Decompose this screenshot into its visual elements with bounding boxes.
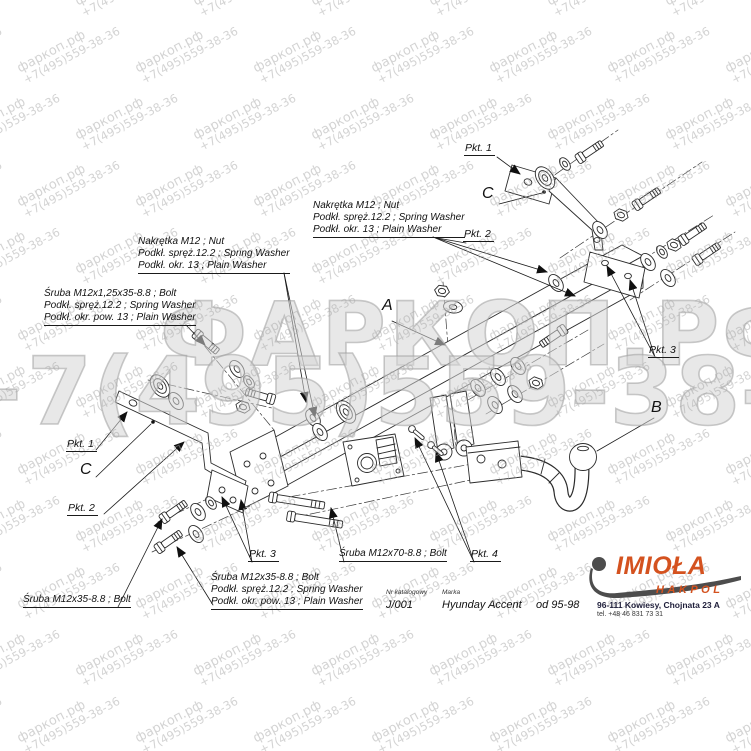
plain-washer [187, 500, 209, 524]
plain-washer [442, 299, 464, 315]
callout-line: Podkł. spręż.12.2 ; Spring Washer [44, 300, 196, 311]
spring-washer [653, 243, 671, 261]
manufacturer-logo: IMIOŁA HAKPOL 96-111 Kowiesy, Chojnata 2… [583, 550, 749, 626]
callout-line: Podkł. okr. 13 ; Plain Washer [313, 224, 442, 235]
callout-line: Podkł. okr. pow. 13 ; Plain Washer [211, 596, 363, 607]
tow-ball [569, 443, 597, 471]
plain-washer [504, 382, 526, 406]
callout-bolt-m12x70: Śruba M12x70-8.8 ; Bolt [339, 548, 447, 562]
clevis-pin [406, 423, 427, 442]
callout-line: Podkł. okr. 13 ; Plain Washer [138, 260, 267, 271]
callout-bolt-m12x125: Śruba M12x1,25x35-8.8 ; Bolt Podkł. sprę… [44, 288, 196, 326]
callout-nut-washer-top: Nakrętka M12 ; Nut Podkł. spręż.12.2 ; S… [313, 200, 465, 238]
brand-name: IMIOŁA [616, 552, 707, 580]
callout-line: Podkł. spręż.12.2 ; Spring Washer [313, 212, 465, 223]
plain-washer [185, 522, 207, 546]
plain-washer [657, 266, 679, 290]
manufacturer-phone: tel. +48 46 831 73 31 [597, 611, 663, 618]
callout-pkt3-right: Pkt. 3 [648, 344, 679, 358]
callout-pkt2-left: Pkt. 2 [67, 502, 98, 516]
model-years: od 95-98 [536, 599, 580, 611]
bolt-m12x70 [285, 510, 344, 531]
mounting-bracket-left [114, 390, 249, 514]
bolt [157, 498, 190, 525]
callout-line: Podkł. okr. pow. 13 ; Plain Washer [44, 312, 196, 323]
socket-plate [342, 433, 405, 487]
callout-line: Podkł. spręż.12.2 ; Spring Washer [138, 248, 290, 259]
manufacturer-address: 96-111 Kowiesy, Chojnata 23 A [597, 600, 720, 610]
callout-bolt-m12x35: Śruba M12x35-8.8 ; Bolt [23, 594, 131, 608]
callout-line: Nakrętka M12 ; Nut [138, 236, 225, 247]
nut [233, 399, 253, 415]
callout-line: Nakrętka M12 ; Nut [313, 200, 400, 211]
callout-pkt4: Pkt. 4 [470, 548, 501, 562]
brand-subname: HAKPOL [656, 584, 724, 596]
part-label-c-left: C [80, 461, 92, 478]
spring-washer [556, 155, 574, 173]
tow-ball-arm [465, 440, 597, 512]
bolt-m12x70 [267, 491, 326, 512]
bolt [573, 138, 606, 165]
callout-line: Podkł. spręż.12.2 ; Spring Washer [211, 584, 363, 595]
callout-pkt1-left: Pkt. 1 [66, 438, 97, 452]
make-value: Hyunday Accent [442, 599, 522, 611]
nut [433, 284, 451, 298]
catalog-number-value: J/001 [386, 599, 413, 611]
towbar-swoosh-icon [589, 557, 741, 599]
part-label-a: A [382, 297, 393, 314]
part-label-b: B [651, 399, 662, 416]
bolt [690, 240, 723, 267]
callout-line: Śruba M12x1,25x35-8.8 ; Bolt [44, 288, 177, 299]
callout-pkt3-bottom: Pkt. 3 [248, 548, 279, 562]
nut [611, 207, 631, 223]
bolt [244, 386, 277, 406]
leader-lines [95, 156, 656, 608]
bolt [630, 185, 663, 212]
callout-line: Śruba M12x35-8.8 ; Bolt [211, 572, 319, 583]
bolt [190, 328, 222, 357]
callout-nut-washer-left: Nakrętka M12 ; Nut Podkł. spręż.12.2 ; S… [138, 236, 290, 274]
make-label: Marka [442, 589, 461, 596]
part-label-c-top: C [482, 185, 494, 202]
callout-pkt2-top: Pkt. 2 [463, 228, 494, 242]
callout-bolt-m12x35-block: Śruba M12x35-8.8 ; Bolt Podkł. spręż.12.… [211, 572, 363, 610]
callout-pkt1-top: Pkt. 1 [464, 142, 495, 156]
bolt [676, 220, 709, 247]
catalog-number-label: Nr katalogowy [386, 589, 428, 596]
ball-support-bracket [429, 390, 475, 461]
